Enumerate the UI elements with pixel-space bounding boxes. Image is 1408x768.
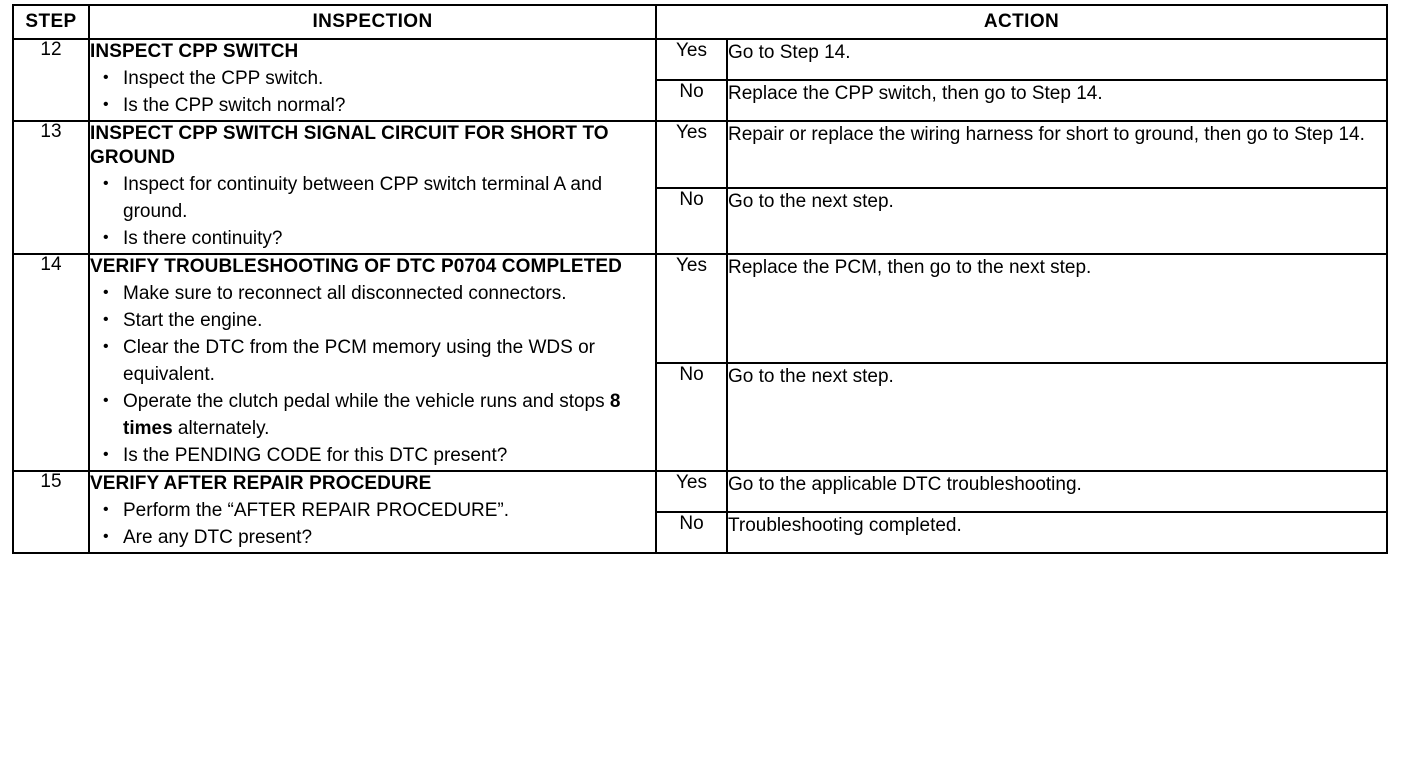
list-item-text: Is the PENDING CODE for this DTC present… [123,445,508,467]
bullet-icon: • [103,69,109,87]
list-item: • Perform the “AFTER REPAIR PROCEDURE”. [90,498,655,525]
inspection-list: • Inspect for continuity between CPP swi… [90,172,655,253]
bullet-icon: • [103,284,109,302]
bullet-icon: • [103,528,109,546]
action-yes: Repair or replace the wiring harness for… [725,120,1389,189]
list-item: • Operate the clutch pedal while the veh… [90,389,655,443]
list-item: • Are any DTC present? [90,525,655,552]
bullet-icon: • [103,338,109,356]
table-row: No Troubleshooting completed. [13,511,1389,555]
inspection-title: VERIFY TROUBLESHOOTING OF DTC P0704 COMP… [90,256,622,278]
list-item: • Inspect the CPP switch. [90,66,655,93]
answer-label-no: No [655,79,728,123]
inspection-list: • Make sure to reconnect all disconnecte… [90,281,655,470]
table-row: 15 VERIFY AFTER REPAIR PROCEDURE • Perfo… [12,470,1389,555]
inspection-list: • Perform the “AFTER REPAIR PROCEDURE”. … [90,498,655,552]
action-yes: Go to the applicable DTC troubleshooting… [725,470,1389,514]
table-body: 12 INSPECT CPP SWITCH • Inspect the CPP … [12,37,1389,555]
emphasis-text: 8 times [123,391,621,440]
list-item: • Make sure to reconnect all disconnecte… [90,281,655,308]
header-inspection: INSPECTION [88,4,657,40]
list-item: • Inspect for continuity between CPP swi… [90,172,655,226]
action-yes: Go to Step 14. [725,37,1389,82]
inspection-cell: VERIFY TROUBLESHOOTING OF DTC P0704 COMP… [88,253,657,473]
table-row: No Go to the next step. [13,186,1389,256]
header-row: STEP INSPECTION ACTION [12,4,1389,40]
header-step: STEP [12,4,90,40]
step-number: 14 [12,253,90,473]
list-item-text: Perform the “AFTER REPAIR PROCEDURE”. [123,500,510,522]
list-item-text: Make sure to reconnect all disconnected … [123,283,567,305]
step-number: 12 [12,37,90,123]
list-item-text: Clear the DTC from the PCM memory using … [123,337,595,386]
inspection-cell: INSPECT CPP SWITCH • Inspect the CPP swi… [88,37,657,123]
list-item: • Clear the DTC from the PCM memory usin… [90,335,655,389]
inspection-title: INSPECT CPP SWITCH SIGNAL CIRCUIT FOR SH… [90,123,609,169]
step-number: 13 [12,120,90,256]
bullet-icon: • [103,229,109,247]
action-no: Troubleshooting completed. [725,511,1389,555]
answer-label-yes: Yes [655,470,728,514]
list-item-text: Is there continuity? [123,228,283,250]
table-row: 14 VERIFY TROUBLESHOOTING OF DTC P0704 C… [12,253,1389,473]
bullet-icon: • [103,96,109,114]
action-no: Go to the next step. [725,186,1389,256]
action-no: Replace the CPP switch, then go to Step … [725,79,1389,123]
list-item-text: Inspect for continuity between CPP switc… [123,174,603,223]
table-row: No Replace the CPP switch, then go to St… [13,79,1389,123]
troubleshooting-table: STEP INSPECTION ACTION 12 INSPECT CPP SW… [12,4,1389,555]
action-yes: Replace the PCM, then go to the next ste… [725,253,1389,364]
bullet-icon: • [103,392,109,410]
list-item: • Start the engine. [90,308,655,335]
answer-label-yes: Yes [655,253,728,364]
list-item-text: Inspect the CPP switch. [123,68,324,90]
action-no: Go to the next step. [725,361,1389,473]
answer-label-yes: Yes [655,37,728,82]
inspection-title: INSPECT CPP SWITCH [90,41,299,62]
bullet-icon: • [103,446,109,464]
list-item: • Is there continuity? [90,226,655,253]
inspection-list: • Inspect the CPP switch. • Is the CPP s… [90,66,655,120]
answer-label-no: No [655,186,728,256]
answer-label-no: No [655,511,728,555]
inspection-title: VERIFY AFTER REPAIR PROCEDURE [90,473,432,495]
list-item-text: Operate the clutch pedal while the vehic… [123,391,621,440]
bullet-icon: • [103,311,109,329]
table-row: 12 INSPECT CPP SWITCH • Inspect the CPP … [12,37,1389,123]
table-row: No Go to the next step. [13,361,1389,473]
list-item: • Is the CPP switch normal? [90,93,655,120]
bullet-icon: • [103,501,109,519]
answer-label-yes: Yes [655,120,728,189]
answer-label-no: No [655,361,728,473]
list-item-text: Is the CPP switch normal? [123,95,346,117]
step-number: 15 [12,470,90,555]
list-item-text: Start the engine. [123,310,263,332]
table-row: 13 INSPECT CPP SWITCH SIGNAL CIRCUIT FOR… [12,120,1389,256]
list-item: • Is the PENDING CODE for this DTC prese… [90,443,655,470]
header-action: ACTION [654,4,1389,40]
inspection-cell: VERIFY AFTER REPAIR PROCEDURE • Perform … [88,470,657,555]
inspection-cell: INSPECT CPP SWITCH SIGNAL CIRCUIT FOR SH… [88,120,657,256]
list-item-text: Are any DTC present? [123,527,313,549]
bullet-icon: • [103,175,109,193]
table-header: STEP INSPECTION ACTION [12,4,1389,40]
